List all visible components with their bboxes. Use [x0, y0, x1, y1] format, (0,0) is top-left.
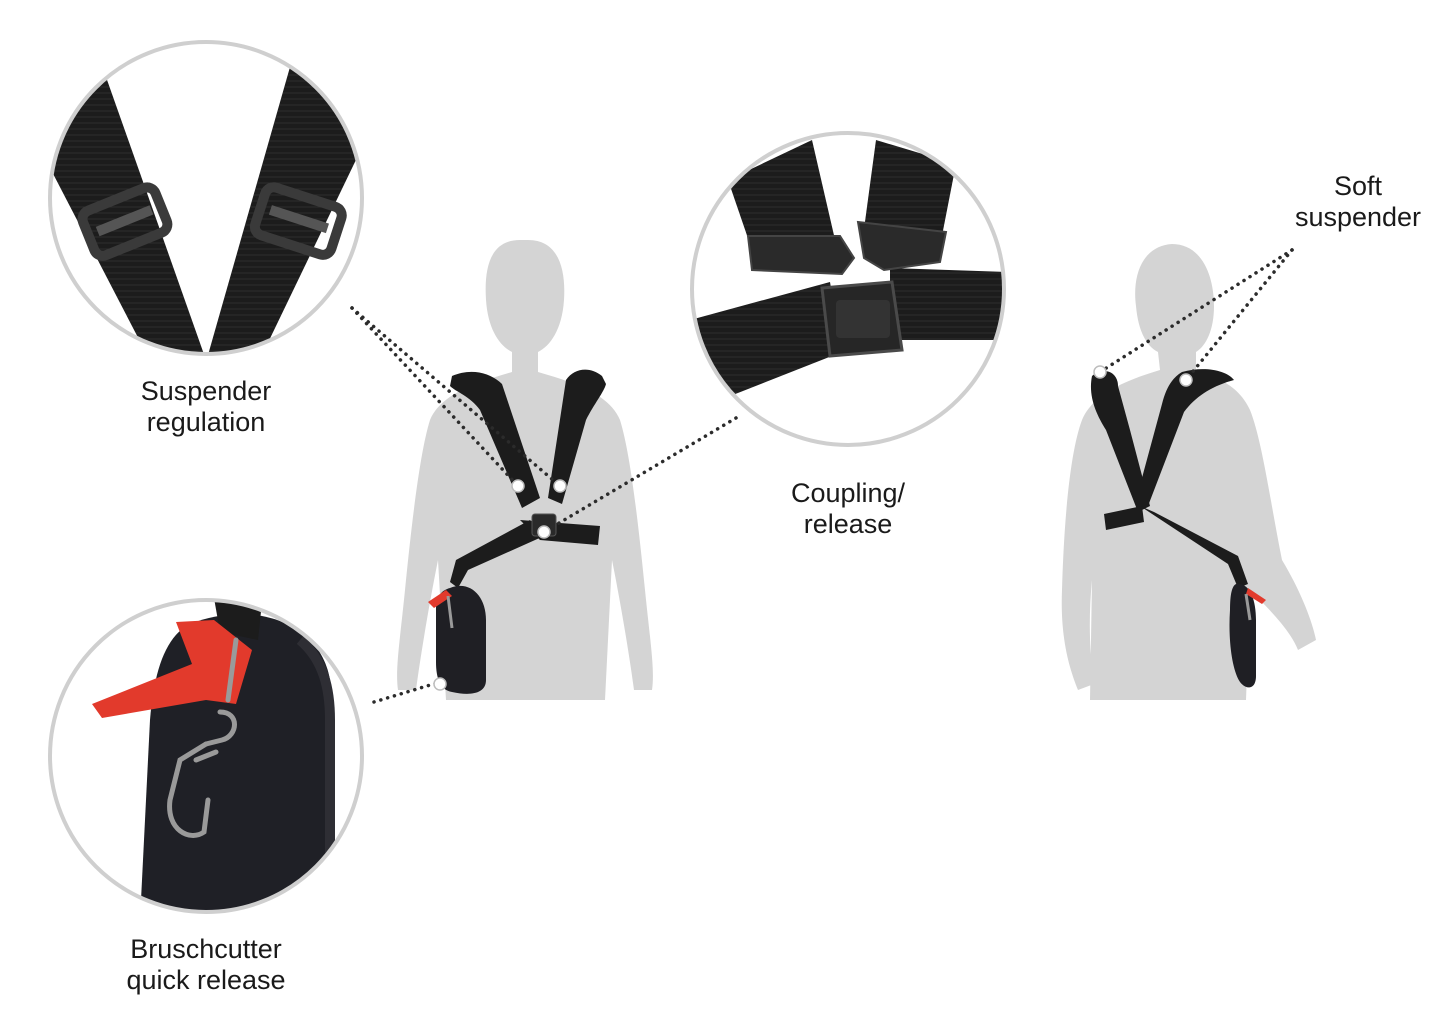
- line-coupling-release: [542, 416, 738, 534]
- zoom-horizontal-strap-right: [890, 268, 1004, 340]
- quick-release-line1: Bruschcutter: [130, 934, 282, 964]
- front-harness: [428, 369, 606, 694]
- zoom-right-upper-strap: [862, 140, 956, 246]
- line-suspender-regulation-a: [350, 306, 520, 488]
- quick-release-label: Bruschcutter quick release: [126, 934, 285, 996]
- zoom-red-tab: [92, 620, 252, 718]
- side-figure: [1061, 244, 1316, 700]
- side-left-shoulder-pad: [1090, 371, 1150, 512]
- line-soft-suspender-a: [1098, 248, 1294, 374]
- soft-suspender-label: Soft suspender: [1295, 171, 1421, 233]
- dot-side-right-pad: [1179, 373, 1193, 387]
- line-suspender-regulation-b: [350, 306, 562, 488]
- dot-front-coupling: [537, 525, 551, 539]
- side-silhouette: [1061, 244, 1316, 700]
- front-left-shoulder-pad: [450, 371, 540, 508]
- dot-side-left-pad: [1093, 365, 1107, 379]
- dot-front-right-regulator: [553, 479, 567, 493]
- coupling-release-line2: release: [803, 509, 893, 539]
- right-slide-buckle-icon: [249, 182, 347, 260]
- front-diagonal-strap: [450, 520, 544, 588]
- callout-lines: [350, 248, 1294, 704]
- quick-release-line2: quick release: [126, 965, 286, 995]
- zoom-quick-release: [48, 598, 364, 914]
- suspender-regulation-line2: regulation: [146, 407, 266, 437]
- side-belly-strap: [1104, 506, 1144, 530]
- zoom-coupling-release: [690, 131, 1006, 447]
- zoom-suspender-regulation: [48, 40, 364, 356]
- suspender-regulation-line1: Suspender: [140, 376, 272, 406]
- dot-front-left-regulator: [511, 479, 525, 493]
- front-figure: [397, 240, 653, 700]
- line-soft-suspender-b: [1184, 248, 1294, 382]
- front-right-shoulder-pad: [548, 369, 606, 504]
- snap-hook-icon: [167, 637, 239, 838]
- coupling-release-label: Coupling/ release: [791, 478, 905, 540]
- side-metal-clip: [1244, 593, 1252, 621]
- front-metal-clip: [446, 595, 454, 629]
- zoom-horizontal-strap: [692, 282, 842, 400]
- front-red-tab: [428, 590, 452, 608]
- line-quick-release: [372, 680, 442, 704]
- suspender-regulation-label: Suspender regulation: [141, 376, 272, 438]
- front-holster-pad: [436, 585, 486, 694]
- coupling-buckle-icon: [746, 220, 948, 358]
- dot-front-holster: [433, 677, 447, 691]
- soft-suspender-line2: suspender: [1294, 202, 1422, 232]
- side-red-tab: [1246, 588, 1266, 604]
- side-diagonal-strap: [1140, 506, 1248, 588]
- callout-dots: [433, 365, 1193, 691]
- side-right-shoulder-pad: [1136, 369, 1234, 506]
- coupling-release-line1: Coupling/: [790, 478, 906, 508]
- soft-suspender-line1: Soft: [1333, 171, 1383, 201]
- zoom-left-upper-strap: [728, 140, 836, 250]
- left-slide-buckle-icon: [77, 182, 173, 261]
- zoom-holster-edge: [296, 636, 335, 912]
- side-harness: [1090, 369, 1266, 688]
